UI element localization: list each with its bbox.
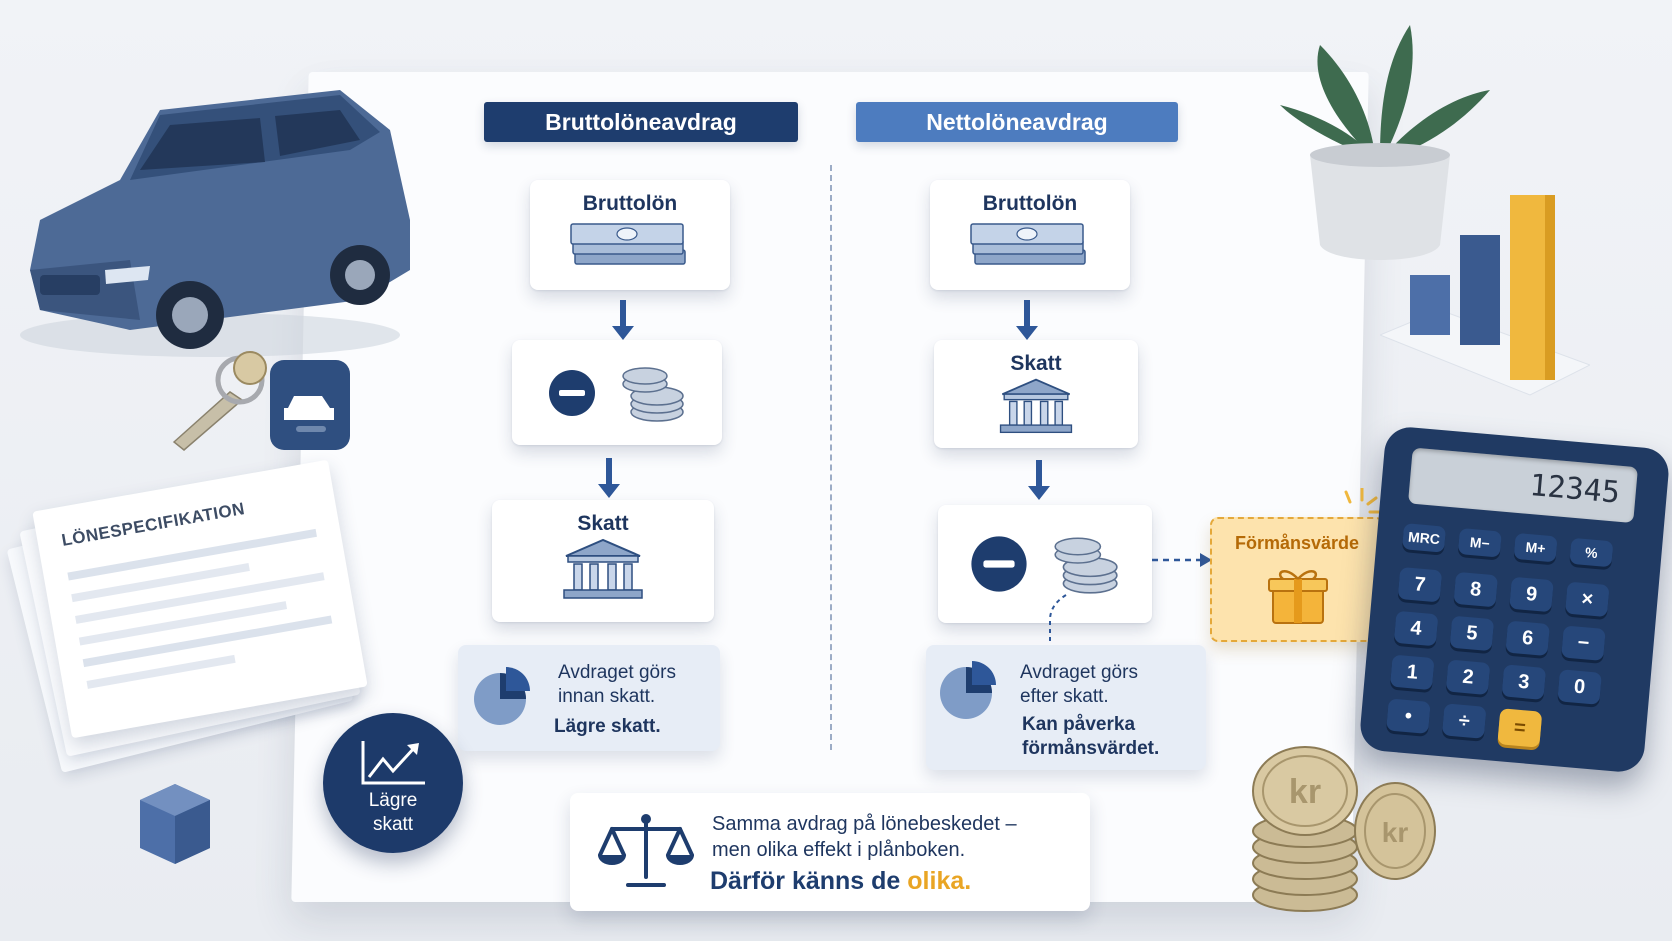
calculator-key[interactable]: 2 [1445, 659, 1491, 696]
right-gross-salary-label: Bruttolön [982, 192, 1078, 215]
left-info-bold: Lägre skatt. [554, 716, 661, 737]
left-deduction-card [512, 340, 722, 445]
payslip-title: LÖNESPECIFIKATION [60, 499, 247, 550]
summary-emphasis: Därför känns de [710, 867, 908, 895]
benefit-connector [1049, 553, 1212, 645]
coins-stack-icon [1054, 537, 1118, 594]
pie-chart-icon [940, 661, 996, 719]
calculator-key[interactable]: M− [1457, 527, 1502, 558]
banknotes-icon [570, 223, 686, 265]
calculator-key[interactable]: 3 [1501, 664, 1547, 700]
down-arrow-icon [1016, 300, 1038, 340]
net-deduction-header: Nettolöneavdrag [856, 102, 1178, 142]
calculator-key[interactable]: 5 [1449, 615, 1495, 652]
right-info-bold2: förmånsvärdet. [1022, 738, 1160, 759]
right-info-line1: Avdraget görs [1020, 662, 1138, 683]
lower-tax-badge: Lägre skatt [323, 713, 463, 853]
sparkle-icon [1344, 488, 1382, 514]
column-divider [830, 165, 832, 750]
calculator-key[interactable]: − [1561, 625, 1606, 661]
summary-line1: Samma avdrag på lönebeskedet – [712, 813, 1017, 835]
cube-icon [140, 784, 210, 864]
minus-icon [971, 536, 1027, 592]
calculator-display: 12345 [1528, 467, 1622, 511]
calculator-key[interactable]: × [1564, 581, 1610, 618]
calculator-key[interactable]: 1 [1389, 654, 1435, 691]
coin-kr-mark: kr [1382, 817, 1409, 848]
car-illustration [20, 90, 410, 357]
left-tax-label: Skatt [577, 512, 629, 535]
calculator-key[interactable]: 0 [1557, 669, 1602, 705]
gross-deduction-header: Bruttolöneavdrag [484, 102, 798, 142]
plant-icon [1280, 25, 1490, 260]
right-gross-salary-card: Bruttolön [930, 180, 1130, 290]
calculator-key[interactable]: • [1386, 698, 1431, 734]
right-deduction-card [938, 505, 1152, 623]
summary-line2: men olika effekt i plånboken. [712, 839, 966, 861]
right-info-box: Avdraget görs efter skatt. Kan påverka f… [926, 645, 1206, 770]
minus-icon [549, 369, 595, 416]
left-gross-salary-label: Bruttolön [582, 192, 678, 215]
badge-line1: Lägre [368, 790, 418, 811]
coin-kr-mark: kr [1289, 773, 1321, 811]
coins-stack-icon [622, 366, 684, 422]
down-arrow-icon [612, 300, 634, 340]
gift-icon [1268, 570, 1328, 624]
down-arrow-icon [1028, 460, 1050, 500]
calculator-key[interactable]: 7 [1397, 566, 1443, 603]
calculator-key[interactable]: 8 [1453, 571, 1499, 608]
banknotes-icon [970, 223, 1086, 265]
summary-card: Samma avdrag på lönebeskedet – men olika… [570, 793, 1090, 911]
calculator-key[interactable]: M+ [1513, 532, 1558, 563]
bank-building-icon [999, 378, 1073, 434]
payslip-stack: LÖNESPECIFIKATION [6, 459, 368, 773]
left-info-box: Avdraget görs innan skatt. Lägre skatt. [458, 645, 720, 751]
right-tax-card: Skatt [934, 340, 1138, 448]
calculator-key[interactable]: MRC [1401, 523, 1447, 553]
trend-chart-icon [361, 741, 425, 785]
right-info-bold1: Kan påverka [1022, 714, 1136, 735]
benefit-value-label: Förmånsvärde [1234, 533, 1360, 553]
left-tax-card: Skatt [492, 500, 714, 622]
down-arrow-icon [598, 458, 620, 498]
left-info-line2: innan skatt. [558, 686, 656, 707]
scale-icon [598, 814, 694, 887]
kr-coins-icon: kr kr [1252, 746, 1436, 912]
right-tax-label: Skatt [1010, 352, 1062, 375]
calculator-key[interactable]: 9 [1509, 576, 1554, 613]
benefit-value-tag: Förmånsvärde [1210, 517, 1384, 642]
bank-building-icon [563, 538, 643, 599]
calculator-key[interactable]: ÷ [1441, 703, 1487, 739]
calculator-key[interactable]: = [1497, 708, 1543, 748]
calculator-key[interactable]: 6 [1505, 620, 1550, 657]
left-gross-salary-card: Bruttolön [530, 180, 730, 290]
right-info-line2: efter skatt. [1020, 686, 1109, 707]
summary-emphasis-highlight: olika. [907, 867, 972, 895]
car-key-icon [172, 351, 350, 451]
left-info-line1: Avdraget görs [558, 662, 676, 683]
pie-chart-icon [474, 667, 530, 725]
badge-line2: skatt [372, 814, 414, 835]
bar-chart-decoration [1380, 195, 1590, 396]
calculator-key[interactable]: % [1569, 537, 1614, 568]
calculator-key[interactable]: 4 [1393, 610, 1439, 647]
